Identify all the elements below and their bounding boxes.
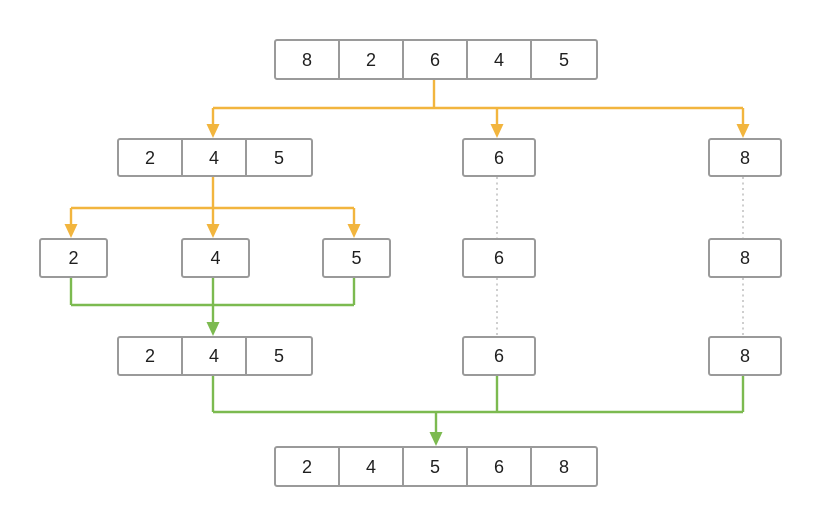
array-cell: 2 <box>119 140 183 175</box>
partition-arrow-l3-two-head <box>64 224 78 238</box>
array-cell: 5 <box>273 147 284 168</box>
array-node-l4-eight: 8 <box>708 336 782 376</box>
array-cell: 8 <box>739 248 750 268</box>
array-cell: 8 <box>558 456 569 477</box>
array-node-l2-six: 6 <box>462 138 536 177</box>
array-cell: 5 <box>558 49 569 70</box>
partition-arrow-l3-five-head <box>347 224 361 238</box>
array-node-l2-eight: 8 <box>708 138 782 177</box>
array-cell: 8 <box>739 346 750 366</box>
array-cell: 2 <box>119 338 183 374</box>
array-cell: 2 <box>340 41 404 78</box>
array-cell: 6 <box>404 41 468 78</box>
array-cell: 5 <box>404 448 468 485</box>
array-cell: 6 <box>468 448 532 485</box>
partition-arrow-l3-four-head <box>206 224 220 238</box>
partition-arrow-l2-eight-head <box>736 124 750 138</box>
merge-arrow-l4-left-head <box>206 322 220 336</box>
array-node-l3-six: 6 <box>462 238 536 278</box>
array-cell: 6 <box>493 147 504 168</box>
merge-arrow-result-head <box>429 432 443 446</box>
array-node-l4-six: 6 <box>462 336 536 376</box>
array-cell: 8 <box>276 41 340 78</box>
array-cell: 2 <box>68 248 79 268</box>
array-cell: 4 <box>210 248 221 268</box>
array-cell: 2 <box>276 448 340 485</box>
array-node-l3-four: 4 <box>181 238 250 278</box>
partition-arrow-l2-left-head <box>206 124 220 138</box>
array-cell: 4 <box>183 140 247 175</box>
array-cell: 6 <box>493 346 504 366</box>
array-node-l3-eight: 8 <box>708 238 782 278</box>
array-cell: 4 <box>183 338 247 374</box>
partition-arrow-l2-six-head <box>490 124 504 138</box>
array-cell: 4 <box>468 41 532 78</box>
array-cell: 5 <box>351 248 362 268</box>
array-cell: 5 <box>273 346 284 366</box>
array-cell: 8 <box>739 147 750 168</box>
array-node-l3-five: 5 <box>322 238 391 278</box>
array-cell: 4 <box>340 448 404 485</box>
array-cell: 6 <box>493 248 504 268</box>
array-node-l3-two: 2 <box>39 238 108 278</box>
